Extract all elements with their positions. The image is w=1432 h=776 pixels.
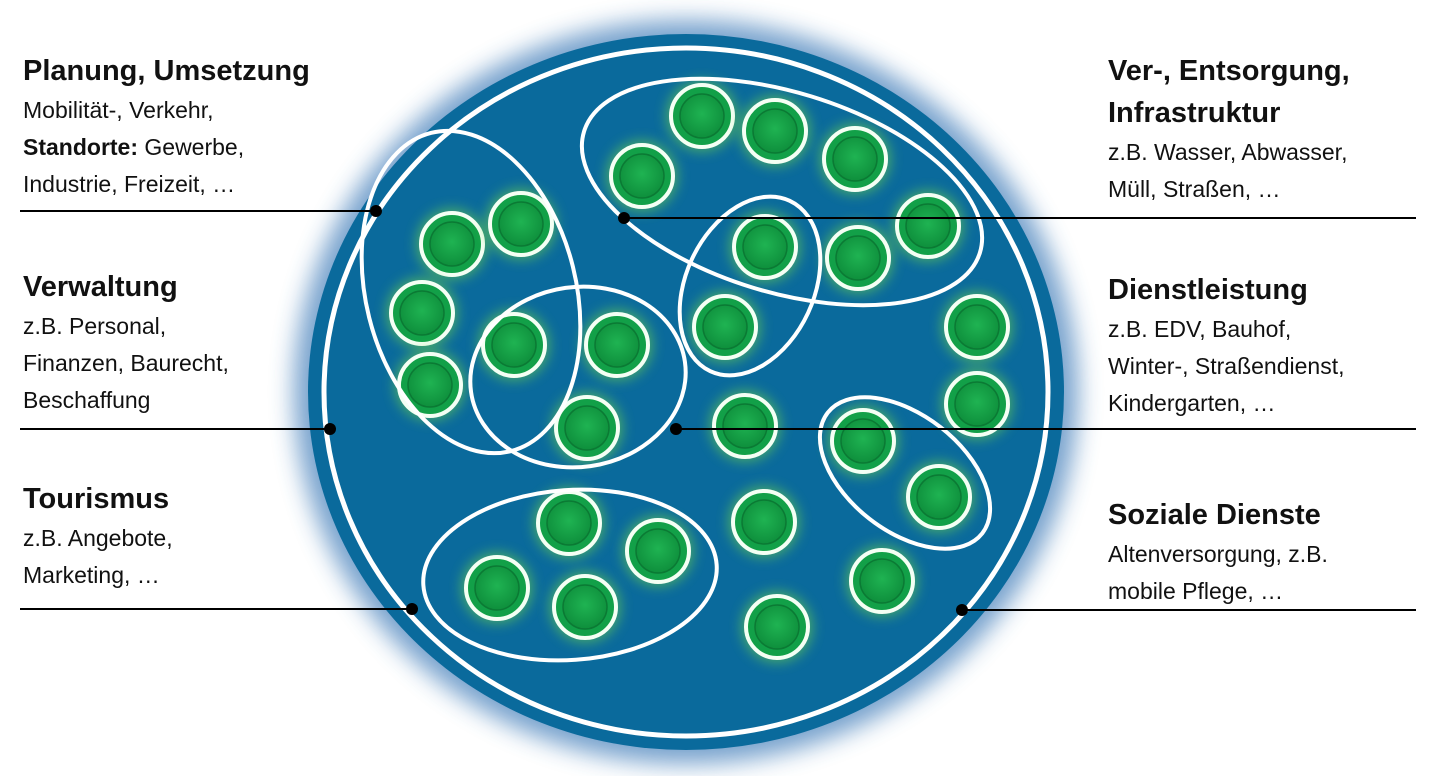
green-dot [666, 80, 738, 152]
label-line: Standorte: Gewerbe, [23, 129, 310, 166]
label-text: Gewerbe, [138, 134, 245, 160]
label-line: z.B. Wasser, Abwasser, [1108, 139, 1348, 165]
green-dot [533, 487, 605, 559]
green-dot [709, 390, 781, 462]
leader-dot-dienstleistung [670, 423, 682, 435]
label-line: z.B. EDV, Bauhof, [1108, 316, 1292, 342]
green-dot [394, 349, 466, 421]
green-dot [941, 291, 1013, 363]
green-dot [739, 95, 811, 167]
label-line: Kindergarten, … [1108, 390, 1276, 416]
green-dot [728, 486, 800, 558]
green-dot [622, 515, 694, 587]
leader-dot-tourismus [406, 603, 418, 615]
label-planung: Planung, Umsetzung Mobilität-, Verkehr, … [23, 50, 310, 203]
green-dot [416, 208, 488, 280]
label-title: Soziale Dienste [1108, 499, 1321, 531]
cluster-ring-soziale-dienste [817, 395, 993, 551]
cluster-rings [359, 76, 993, 663]
green-dot [606, 140, 678, 212]
label-line: Beschaffung [23, 387, 151, 413]
green-dot [386, 277, 458, 349]
green-dot [846, 545, 918, 617]
green-dot [819, 123, 891, 195]
green-dot [892, 190, 964, 262]
cluster-ring-versorgung [579, 76, 985, 308]
label-line: Industrie, Freizeit, … [23, 171, 236, 197]
green-dot [741, 591, 813, 663]
leader-lines [20, 210, 1416, 611]
green-dot [689, 291, 761, 363]
green-dot [903, 461, 975, 533]
green-dot [729, 211, 801, 283]
leader-dot-planung [370, 205, 382, 217]
label-title: Verwaltung [23, 271, 178, 303]
label-tourismus: Tourismus z.B. Angebote, Marketing, … [23, 478, 173, 594]
label-title: Ver-, Entsorgung, [1108, 55, 1350, 87]
label-line: z.B. Personal, [23, 313, 167, 339]
label-title: Dienstleistung [1108, 274, 1308, 306]
label-line: Altenversorgung, z.B. [1108, 541, 1328, 567]
leader-dots [324, 205, 968, 616]
label-line: Marketing, … [23, 562, 160, 588]
cluster-ring-planung [468, 284, 688, 470]
outer-ring [321, 45, 1051, 739]
label-line: z.B. Angebote, [23, 525, 173, 551]
green-dot [461, 552, 533, 624]
label-line: Mobilität-, Verkehr, [23, 97, 214, 123]
leader-dot-verwaltung [324, 423, 336, 435]
green-dot [827, 405, 899, 477]
label-verwaltung: Verwaltung z.B. Personal, Finanzen, Baur… [23, 266, 229, 419]
green-dot [941, 368, 1013, 440]
green-dot [478, 309, 550, 381]
green-dot [549, 571, 621, 643]
label-line: Winter-, Straßendienst, [1108, 353, 1345, 379]
label-line: mobile Pflege, … [1108, 578, 1284, 604]
label-title: Tourismus [23, 483, 170, 515]
label-bold-text: Standorte: [23, 134, 138, 160]
leader-dot-soziale-dienste [956, 604, 968, 616]
label-soziale-dienste: Soziale Dienste Altenversorgung, z.B. mo… [1108, 494, 1328, 610]
green-dot [822, 222, 894, 294]
label-title: Infrastruktur [1108, 97, 1281, 129]
green-dot [485, 188, 557, 260]
label-line: Finanzen, Baurecht, [23, 350, 229, 376]
dots-layer [386, 80, 1013, 663]
cluster-ring-tourismus [421, 487, 719, 663]
label-title: Planung, Umsetzung [23, 55, 310, 87]
label-dienstleistung: Dienstleistung z.B. EDV, Bauhof, Winter-… [1108, 269, 1344, 422]
green-dot [551, 392, 623, 464]
label-versorgung: Ver-, Entsorgung, Infrastruktur z.B. Was… [1108, 50, 1350, 208]
green-dot [581, 309, 653, 381]
label-line: Müll, Straßen, … [1108, 176, 1281, 202]
cluster-ring-dienstleistung [677, 194, 823, 378]
leader-dot-versorgung [618, 212, 630, 224]
